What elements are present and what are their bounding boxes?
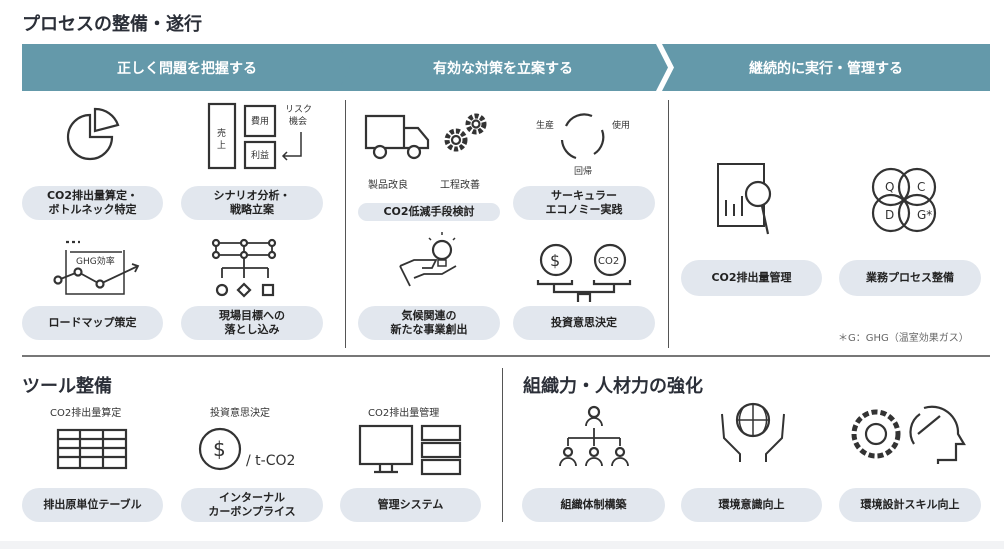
page-title: プロセスの整備・遂行 bbox=[22, 14, 202, 35]
svg-text:G*: G* bbox=[917, 208, 932, 222]
pie-chart-icon bbox=[66, 107, 120, 161]
pill-env-design-skill: 環境設計スキル向上 bbox=[839, 488, 981, 522]
pill-co2-reduction: CO2低減手段検討 bbox=[358, 203, 500, 221]
divider bbox=[345, 100, 346, 348]
org-heading: 組織力・人材力の強化 bbox=[523, 376, 703, 397]
pill-env-awareness: 環境意識向上 bbox=[681, 488, 822, 522]
tool-caption: 投資意思決定 bbox=[210, 408, 270, 419]
pill-internal-carbon-price: インターナル カーボンプライス bbox=[181, 488, 323, 522]
svg-text:上: 上 bbox=[217, 140, 226, 151]
tool-caption: CO2排出量算定 bbox=[50, 408, 122, 419]
svg-text:使用: 使用 bbox=[612, 119, 630, 131]
hand-lightbulb-icon bbox=[399, 232, 457, 287]
scale-dollar-co2-icon: $ CO2 bbox=[536, 243, 632, 302]
step-label: 有効な対策を立案する bbox=[433, 60, 573, 77]
truck-icon bbox=[364, 114, 430, 160]
table-grid-icon bbox=[56, 428, 128, 470]
step-banner-2: 有効な対策を立案する bbox=[338, 44, 668, 91]
svg-text:生産: 生産 bbox=[536, 119, 554, 131]
divider bbox=[22, 355, 990, 357]
tools-heading: ツール整備 bbox=[22, 376, 112, 397]
pill-co2-calculation: CO2排出量算定・ ボトルネック特定 bbox=[22, 186, 163, 220]
pill-investment-decision: 投資意思決定 bbox=[513, 306, 655, 340]
svg-text:$: $ bbox=[550, 251, 560, 270]
svg-text:売: 売 bbox=[217, 127, 226, 139]
qcdg-venn-icon: Q C D G* bbox=[871, 167, 937, 233]
org-chart-icon bbox=[559, 405, 629, 467]
step-label: 正しく問題を把握する bbox=[117, 60, 257, 77]
svg-text:回帰: 回帰 bbox=[574, 165, 592, 176]
bottom-band bbox=[0, 541, 1004, 549]
hands-globe-icon bbox=[721, 402, 785, 462]
carbon-price-icon: $ / t-CO2 bbox=[198, 427, 295, 471]
gear-head-icon bbox=[851, 405, 966, 464]
pill-scenario-analysis: シナリオ分析・ 戦略立案 bbox=[181, 186, 323, 220]
svg-text:Q: Q bbox=[885, 180, 894, 194]
svg-text:$: $ bbox=[213, 437, 226, 461]
pill-circular-economy: サーキュラー エコノミー実践 bbox=[513, 186, 655, 220]
management-system-icon bbox=[358, 424, 462, 476]
pill-site-targets: 現場目標への 落とし込み bbox=[181, 306, 323, 340]
svg-text:費用: 費用 bbox=[251, 115, 269, 127]
roadmap-chart-icon: GHG効率 bbox=[53, 240, 140, 295]
svg-text:機会: 機会 bbox=[289, 115, 307, 127]
pill-new-business: 気候関連の 新たな事業創出 bbox=[358, 306, 500, 340]
product-improvement-label: 製品改良 bbox=[368, 180, 408, 191]
step-banner-3: 継続的に実行・管理する bbox=[662, 44, 990, 91]
pill-emission-factor-table: 排出原単位テーブル bbox=[22, 488, 163, 522]
svg-text:リスク: リスク bbox=[285, 104, 312, 115]
svg-text:GHG効率: GHG効率 bbox=[76, 255, 115, 267]
svg-text:CO2: CO2 bbox=[598, 256, 619, 267]
tool-caption: CO2排出量管理 bbox=[368, 408, 440, 419]
svg-text:/ t-CO2: / t-CO2 bbox=[246, 453, 295, 469]
step-banner-1: 正しく問題を把握する bbox=[22, 44, 352, 91]
report-magnifier-icon bbox=[717, 163, 772, 235]
divider bbox=[668, 100, 669, 348]
pill-management-system: 管理システム bbox=[340, 488, 481, 522]
target-breakdown-icon bbox=[211, 238, 277, 298]
pill-roadmap: ロードマップ策定 bbox=[22, 306, 163, 340]
pill-co2-management: CO2排出量管理 bbox=[681, 260, 822, 296]
ghg-footnote: ＊G：GHG（温室効果ガス） bbox=[838, 333, 969, 344]
pill-org-structure: 組織体制構築 bbox=[522, 488, 665, 522]
divider bbox=[502, 368, 503, 522]
gears-icon bbox=[444, 113, 487, 152]
step-label: 継続的に実行・管理する bbox=[749, 60, 903, 77]
process-improvement-label: 工程改善 bbox=[440, 180, 480, 191]
svg-text:利益: 利益 bbox=[251, 149, 269, 161]
pill-business-process: 業務プロセス整備 bbox=[839, 260, 981, 296]
svg-text:D: D bbox=[885, 208, 894, 222]
svg-text:C: C bbox=[917, 180, 925, 194]
